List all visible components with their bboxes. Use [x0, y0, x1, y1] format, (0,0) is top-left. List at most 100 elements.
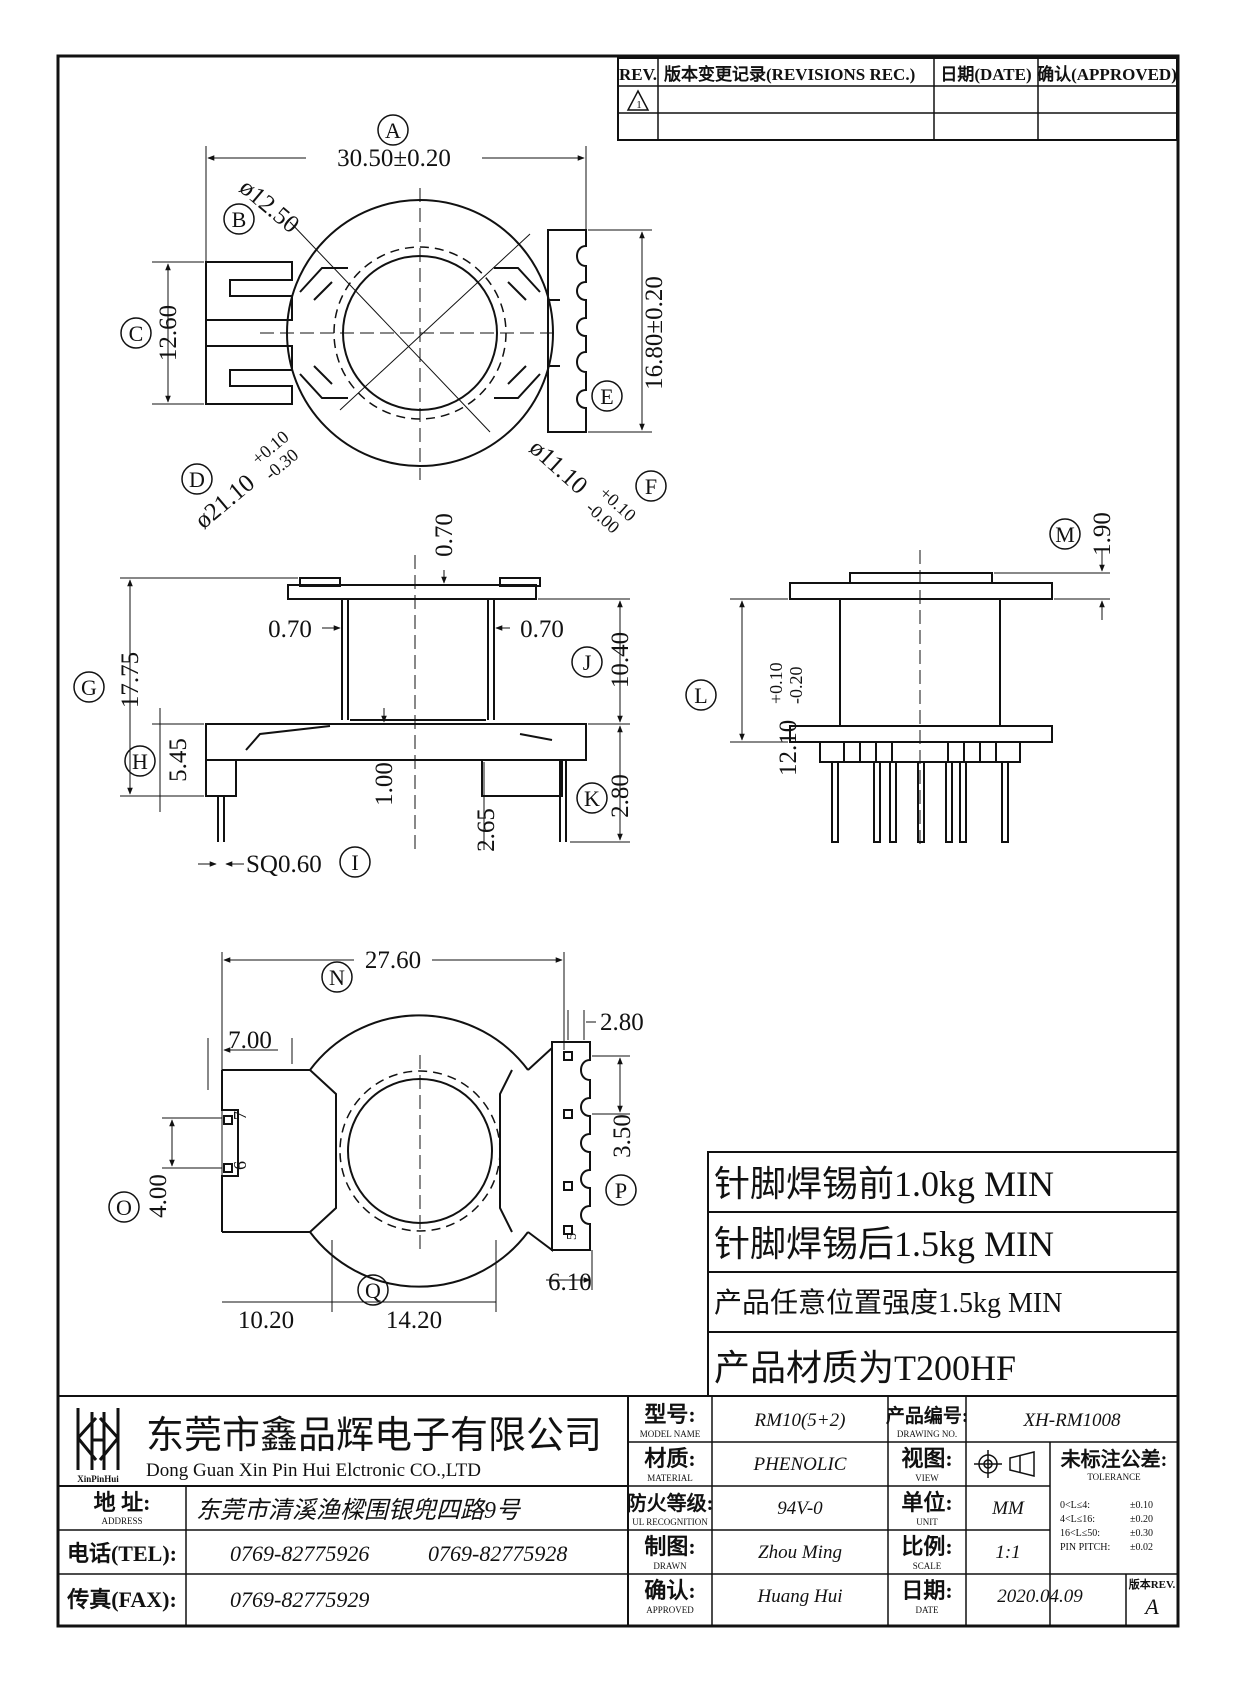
dim-dia-f: ø11.10 +0.10 -0.00	[524, 434, 640, 537]
pin-label-5: 5	[565, 1233, 580, 1240]
projection-icon	[974, 1450, 1035, 1478]
top-view	[152, 146, 652, 480]
note-before-solder: 针脚焊锡前1.0kg MIN	[714, 1164, 1054, 1204]
callout-m: M	[1049, 518, 1081, 550]
dim-height-h: 5.45	[165, 738, 192, 782]
tolerance-range-2: 4<L≤16:	[1060, 1514, 1095, 1525]
drawing-no-value: XH-RM1008	[1022, 1410, 1121, 1431]
svg-text:I: I	[351, 850, 358, 875]
drawn-label-en: DRAWN	[653, 1561, 687, 1571]
pin-label-7: 7	[230, 1111, 250, 1120]
svg-text:O: O	[116, 1195, 132, 1220]
dim-top-gap: 0.70	[431, 513, 458, 557]
dim-bottom-left: 10.20	[238, 1307, 294, 1334]
scale-label: 比例:	[901, 1534, 952, 1559]
pin-label-6: 6	[230, 1161, 250, 1170]
company-name-en: Dong Guan Xin Pin Hui Elctronic CO.,LTD	[146, 1460, 481, 1481]
svg-text:N: N	[329, 965, 345, 990]
end-view	[730, 550, 1110, 850]
dim-pin-offset: 2.65	[473, 808, 500, 852]
revision-number: 1	[636, 99, 642, 111]
svg-text:E: E	[600, 384, 613, 409]
svg-text:A: A	[385, 118, 401, 143]
flame-value: 94V-0	[777, 1498, 823, 1519]
callout-g: G	[73, 671, 105, 703]
svg-text:L: L	[694, 683, 707, 708]
note-material: 产品材质为T200HF	[714, 1348, 1016, 1388]
svg-text:ø11.10: ø11.10	[524, 434, 592, 499]
model-value: RM10(5+2)	[754, 1410, 846, 1431]
callout-f: F	[635, 470, 667, 502]
scale-value: 1:1	[995, 1542, 1020, 1563]
dim-pitch-right: 2.80	[600, 1009, 644, 1036]
material-label-en: MATERIAL	[647, 1473, 693, 1483]
tolerance-value-2: ±0.20	[1130, 1514, 1153, 1525]
view-label-en: VIEW	[915, 1473, 939, 1483]
address-label-en: ADDRESS	[101, 1516, 142, 1526]
svg-text:P: P	[615, 1178, 627, 1203]
tolerance-label: 未标注公差:	[1061, 1447, 1168, 1471]
version-value: A	[1143, 1594, 1159, 1619]
tel-value-1: 0769-82775926	[230, 1541, 369, 1566]
company-name-cn: 东莞市鑫品辉电子有限公司	[146, 1415, 602, 1457]
dim-right-offset: 6.10	[548, 1269, 592, 1296]
note-strength: 产品任意位置强度1.5kg MIN	[714, 1287, 1062, 1319]
dim-height-e: 16.80±0.20	[641, 276, 668, 390]
callout-e: E	[591, 380, 623, 412]
approved-label-en: APPROVED	[646, 1605, 694, 1615]
flame-label-en: UL RECOGNITION	[632, 1517, 708, 1527]
model-label: 型号:	[644, 1402, 695, 1427]
unit-label-en: UNIT	[916, 1517, 938, 1527]
drawn-value: Zhou Ming	[758, 1542, 842, 1563]
callout-n: N	[321, 961, 353, 993]
company-logo	[76, 1408, 120, 1470]
dim-width-n: 27.60	[365, 947, 421, 974]
dim-height-c: 12.60	[155, 305, 182, 361]
date-value: 2020.04.09	[997, 1586, 1083, 1607]
svg-text:-0.20: -0.20	[786, 667, 806, 705]
svg-text:G: G	[81, 675, 97, 700]
view-label: 视图:	[901, 1446, 952, 1471]
callout-h: H	[124, 745, 156, 777]
dim-pin-k: 2.80	[607, 774, 634, 818]
svg-text:C: C	[129, 321, 144, 346]
callout-a: A	[377, 114, 409, 146]
dim-width-a: 30.50±0.20	[337, 145, 451, 172]
revision-triangle-icon	[626, 89, 650, 111]
revisions-header: 版本变更记录(REVISIONS REC.)	[664, 64, 915, 84]
dim-bottom-center: 14.20	[386, 1307, 442, 1334]
drawing-border	[56, 54, 1180, 1628]
tolerance-label-en: TOLERANCE	[1087, 1472, 1141, 1482]
tolerance-value-4: ±0.02	[1130, 1542, 1153, 1553]
callout-j: J	[571, 646, 603, 678]
dim-left-wall: 0.70	[268, 616, 312, 643]
title-block	[57, 1395, 1179, 1627]
dim-right-wall: 0.70	[520, 616, 564, 643]
tolerance-range-1: 0<L≤4:	[1060, 1500, 1090, 1511]
callout-c: C	[120, 317, 152, 349]
address-value: 东莞市清溪渔樑围银兜四路9号	[196, 1497, 522, 1524]
revision-table: REV. 版本变更记录(REVISIONS REC.) 日期(DATE) 确认(…	[617, 57, 1178, 141]
dim-height-g: 17.75	[117, 652, 144, 708]
rev-header: REV.	[619, 65, 657, 84]
side-view	[120, 555, 630, 867]
material-label: 材质:	[644, 1446, 695, 1471]
callout-l: L	[685, 679, 717, 711]
model-label-en: MODEL NAME	[640, 1429, 701, 1439]
bottom-view	[162, 952, 630, 1312]
version-label: 版本REV.	[1129, 1577, 1176, 1591]
date-label-en: DATE	[916, 1605, 939, 1615]
dim-flange: 1.00	[371, 762, 398, 806]
date-label: 日期:	[901, 1578, 952, 1603]
svg-text:Q: Q	[365, 1278, 381, 1303]
dim-height-j: 10.40	[607, 632, 634, 688]
tel-label: 电话(TEL):	[67, 1541, 177, 1566]
approved-value: Huang Hui	[757, 1586, 843, 1607]
dim-left-offset: 7.00	[228, 1027, 272, 1054]
svg-text:M: M	[1055, 522, 1075, 547]
callout-k: K	[576, 782, 608, 814]
callout-p: P	[605, 1174, 637, 1206]
svg-text:H: H	[132, 749, 148, 774]
dim-height-m: 1.90	[1089, 512, 1116, 556]
